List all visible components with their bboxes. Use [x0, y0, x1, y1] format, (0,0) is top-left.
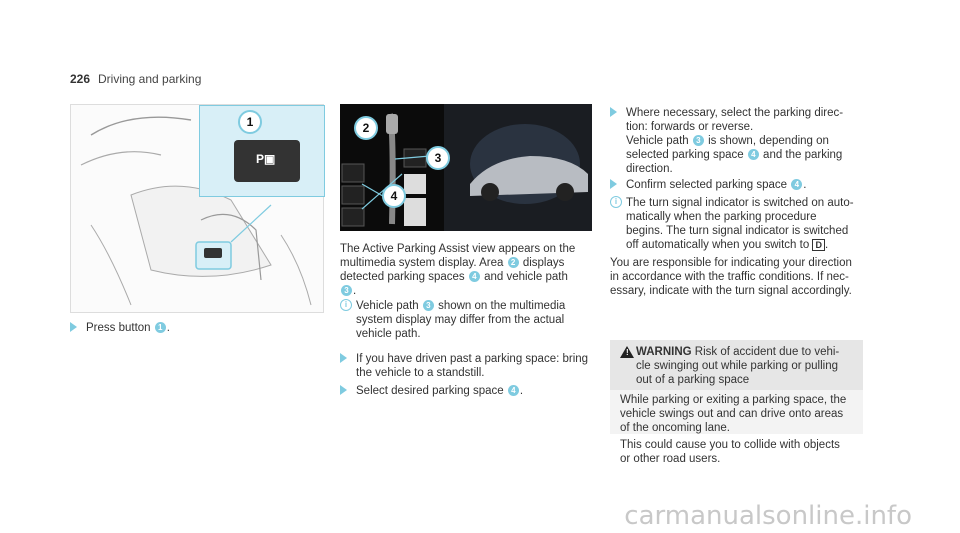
warning-body: While parking or exiting a parking space… [620, 394, 847, 465]
step-arrow-icon [610, 107, 617, 117]
step-arrow-icon [70, 322, 77, 332]
step-select-space: Select desired parking space 4. [340, 384, 592, 398]
warning-header: ! WARNING Risk of accident due to vehi- … [610, 340, 863, 390]
watermark: carmanualsonline.info [624, 501, 912, 531]
step-parking-direction: Where necessary, select the parking dire… [610, 106, 863, 176]
parking-button-zoom [234, 140, 300, 182]
warning-icon [620, 346, 634, 358]
button-zoom-inset: P▣ 1 [199, 105, 325, 197]
turn-signal-note: i The turn signal indicator is switched … [610, 196, 863, 252]
step-arrow-icon [340, 353, 347, 363]
callout-1: 1 [238, 110, 262, 134]
callout-2: 2 [354, 116, 378, 140]
vehicle-path-note: i Vehicle path 3 shown on the multimedia… [340, 299, 592, 341]
info-icon: i [340, 299, 352, 311]
multimedia-display: 2 3 4 [340, 104, 592, 231]
step-press-button: Press button 1. [70, 321, 322, 335]
warning-title: WARNING [636, 346, 692, 358]
step-standstill: If you have driven past a parking space:… [340, 352, 592, 380]
display-intro: The Active Parking Assist view appears o… [340, 243, 576, 297]
drive-key: D [812, 239, 825, 251]
section-title: Driving and parking [98, 72, 202, 86]
step-confirm-space: Confirm selected parking space 4. [610, 178, 863, 192]
warning-box: ! WARNING Risk of accident due to vehi- … [610, 340, 863, 465]
console-illustration: P▣ 1 [70, 104, 325, 313]
step-arrow-icon [610, 179, 617, 189]
info-icon: i [610, 196, 622, 208]
parking-camera-icon: P▣ [256, 152, 276, 166]
callout-4: 4 [382, 184, 406, 208]
responsibility-paragraph: You are responsible for indicating your … [610, 257, 852, 297]
page-number: 226 [70, 72, 91, 86]
step-arrow-icon [340, 385, 347, 395]
callout-3: 3 [426, 146, 450, 170]
